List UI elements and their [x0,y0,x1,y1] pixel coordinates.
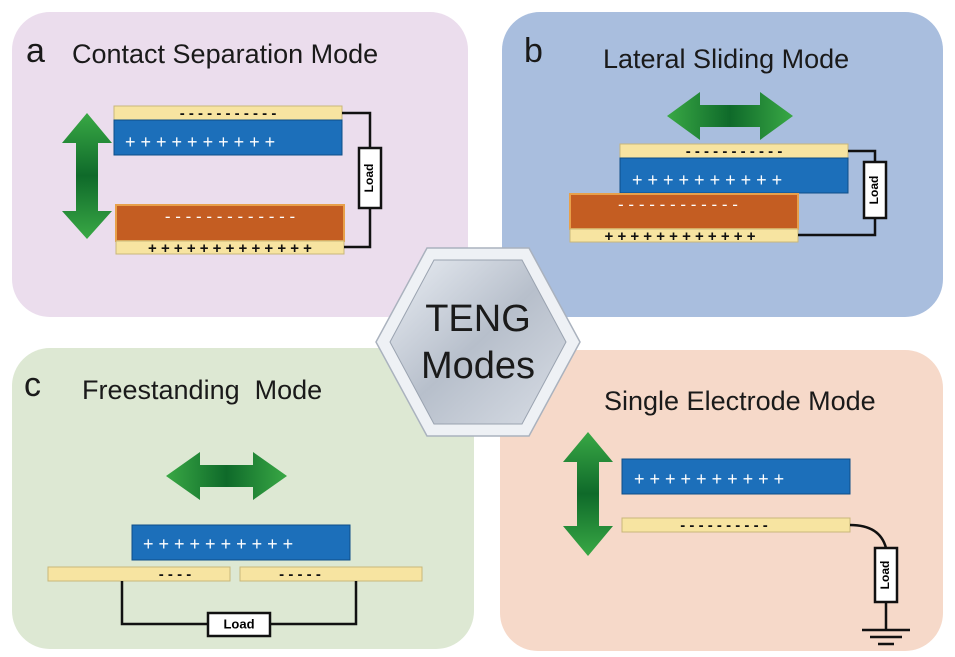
panel-single-electrode: d Single Electrode Mode [500,350,943,651]
blue-dielectric [619,157,849,194]
freestanding-diagram: Load + + + + + + + + + + - - - - - - - -… [47,452,423,638]
electrode-charges: - - - - - - - - - - [680,517,767,534]
wire [798,149,877,237]
center-title-line1: TENG [425,298,531,340]
vertical-arrow-icon [62,113,112,239]
single-electrode-diagram: Load + + + + + + + + + + - - - - - - - -… [563,432,910,646]
electrode-charges: - - - - - [279,566,321,583]
horizontal-arrow-icon [667,92,793,140]
load-resistor [873,546,899,604]
electrode-charges: + + + + + + + + + + + + [605,228,756,245]
blue-dielectric [131,524,351,561]
dielectric-charges: - - - - - - - - - - - - [618,195,738,214]
dielectric-charges: + + + + + + + + + + [143,534,293,554]
load-label: Load [878,561,892,590]
hexagon-inner [389,259,567,425]
electrode-charges: - - - - [159,566,191,583]
panel-title: Lateral Sliding Mode [603,44,850,74]
load-resistor [206,611,272,638]
panel-letter: b [524,32,543,70]
panel-title: Freestanding Mode [82,375,323,405]
panel-title: Contact Separation Mode [72,39,379,69]
center-title-line2: Modes [421,345,535,387]
blue-dielectric [113,119,343,156]
lateral-sliding-diagram: Load - - - - - - - - - - - + + + + + + +… [569,92,888,245]
dielectric-charges: - - - - - - - - - - - - - [165,207,295,226]
panel-title: Single Electrode Mode [604,386,876,416]
dielectric-charges: + + + + + + + + + + [632,170,782,190]
orange-dielectric [569,193,799,230]
load-label: Load [867,176,881,205]
wire [342,111,372,249]
load-resistor [357,146,383,210]
panel-letter: a [26,32,45,70]
center-hexagon: TENG Modes [375,247,581,437]
horizontal-arrow-icon [166,452,287,500]
panel-freestanding: c Freestanding Mode [12,348,474,649]
right-electrode [239,566,423,582]
wire [120,581,358,626]
left-electrode [47,566,231,582]
blue-dielectric [621,458,851,495]
load-label: Load [223,616,254,631]
vertical-arrow-icon [563,432,613,556]
dielectric-charges: + + + + + + + + + + [634,469,784,489]
contact-separation-diagram: Load - - - - - - - - - - - + + + + + + +… [62,105,383,257]
panel-letter: c [24,366,41,404]
load-label: Load [362,164,376,193]
ground-icon [862,628,910,646]
electrode-charges: - - - - - - - - - - - [686,143,783,160]
electrode-charges: + + + + + + + + + + + + + [148,240,312,257]
load-resistor [862,160,888,220]
dielectric-charges: + + + + + + + + + + [125,132,275,152]
electrode-charges: - - - - - - - - - - - [180,105,277,122]
